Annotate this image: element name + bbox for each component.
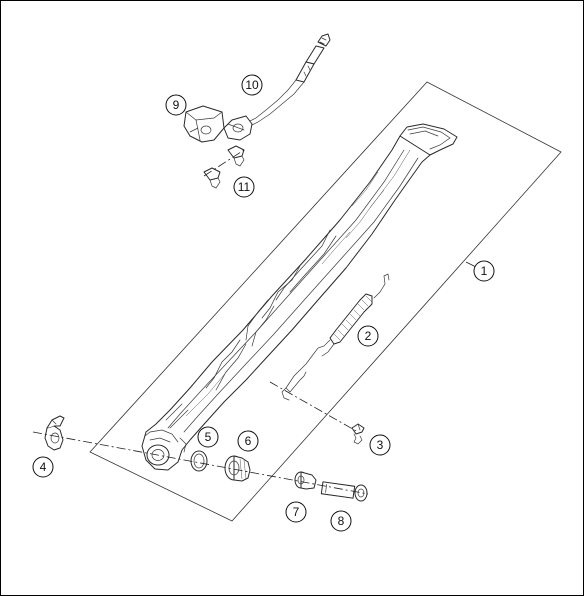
screw (351, 423, 365, 445)
callout-2: 2 (357, 325, 379, 347)
assembly-boundary (89, 81, 562, 522)
svg-text:9: 9 (173, 98, 180, 112)
clamp (183, 105, 225, 143)
callout-8: 8 (330, 510, 352, 532)
sleeve (294, 471, 317, 490)
callout-3: 3 (369, 434, 391, 456)
svg-text:3: 3 (377, 438, 384, 452)
svg-text:4: 4 (40, 460, 47, 474)
callout-4: 4 (32, 456, 54, 478)
screw-axis (269, 381, 359, 433)
svg-text:10: 10 (245, 78, 259, 92)
callout-9: 9 (165, 94, 187, 116)
switch-screws (203, 145, 245, 189)
o-ring (190, 450, 208, 472)
pivot-axis (32, 431, 369, 495)
svg-text:6: 6 (245, 434, 252, 448)
switch-screw-axis (203, 149, 245, 177)
svg-text:11: 11 (238, 180, 251, 194)
pivot-bolt (320, 481, 368, 502)
svg-text:7: 7 (293, 505, 300, 519)
washer (44, 415, 65, 451)
svg-text:8: 8 (338, 514, 345, 528)
spring (281, 273, 390, 401)
callout-10: 10 (241, 74, 263, 96)
svg-text:1: 1 (481, 264, 488, 278)
bushing (224, 455, 251, 482)
callout-5: 5 (197, 426, 219, 448)
callout-11: 11 (233, 176, 255, 198)
callout-1: 1 (473, 260, 495, 282)
svg-text:2: 2 (365, 329, 372, 343)
svg-text:5: 5 (205, 430, 212, 444)
side-stand (141, 123, 458, 471)
callout-6: 6 (237, 430, 259, 452)
callout-7: 7 (285, 501, 307, 523)
side-stand-switch (223, 33, 331, 141)
